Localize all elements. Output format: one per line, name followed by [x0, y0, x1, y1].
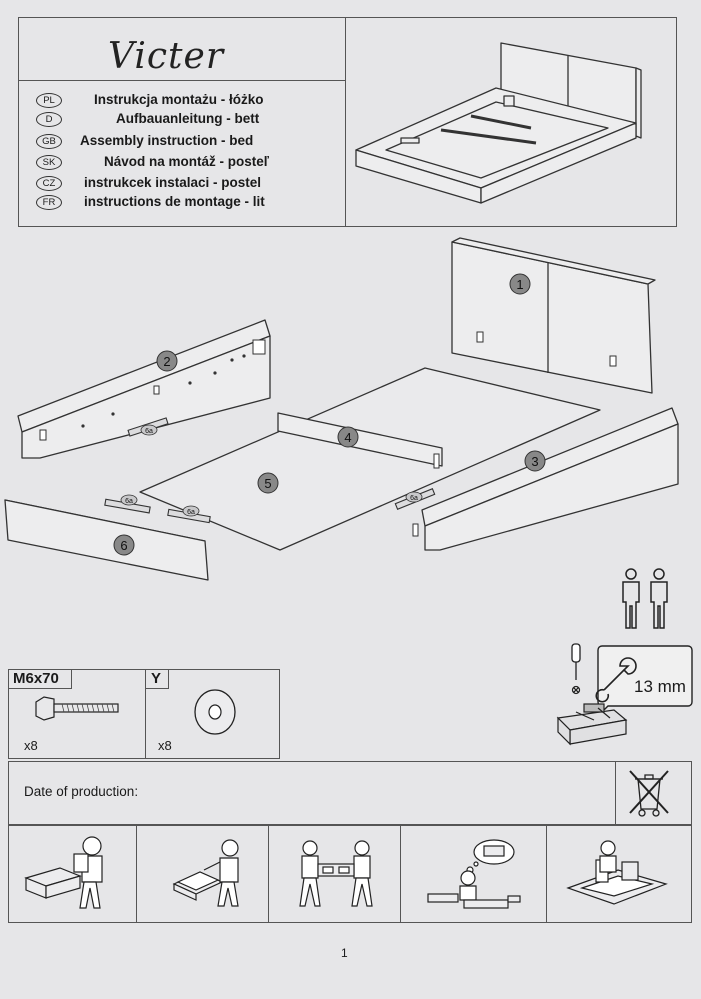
bracket-label: 6a — [410, 495, 418, 502]
part-label-3: 3 — [531, 454, 538, 469]
wrench-size: 13 mm — [634, 677, 686, 696]
bolt-icon — [35, 696, 119, 721]
language-code-badge: GB — [36, 134, 62, 149]
language-code-badge: CZ — [36, 176, 62, 191]
language-title: instrukcek instalaci - postel — [84, 175, 262, 190]
washer-code: Y — [151, 670, 162, 687]
wrench-callout-box — [595, 645, 693, 710]
header-box — [18, 17, 677, 227]
part-label-4: 4 — [344, 430, 351, 445]
hardware-table-divider — [145, 669, 147, 759]
language-code-badge: FR — [36, 195, 62, 210]
step-read-manual-illustration — [24, 836, 103, 909]
language-code-badge: D — [36, 112, 62, 127]
bolt-code: M6x70 — [13, 670, 59, 687]
part-label-2: 2 — [163, 354, 170, 369]
product-name: Victer — [108, 36, 225, 77]
bracket-label: 6a — [125, 498, 133, 505]
title-underline — [18, 80, 345, 82]
part-label-6: 6 — [120, 538, 127, 553]
language-title: instructions de montage - lit — [84, 194, 265, 209]
assembled-bed-illustration — [355, 42, 642, 204]
page-number: 1 — [341, 946, 348, 960]
steps-strip — [8, 825, 692, 923]
wrench-icon — [595, 657, 637, 703]
no-household-waste-icon — [629, 770, 669, 817]
step-assemble-illustration — [566, 840, 668, 905]
two-person-icon — [622, 568, 668, 629]
language-title: Instrukcja montażu - łóżko — [94, 92, 264, 107]
production-date-box — [8, 761, 692, 825]
washer-icon — [194, 689, 236, 735]
hardware-code-cell — [8, 669, 72, 689]
language-title: Aufbauanleitung - bett — [116, 111, 260, 126]
steps-divider — [268, 825, 270, 923]
production-date-divider — [615, 761, 617, 825]
bracket-label: 6a — [145, 428, 153, 435]
steps-divider — [546, 825, 548, 923]
language-title: Návod na montáž - posteľ — [104, 154, 269, 169]
language-code-badge: PL — [36, 93, 62, 108]
step-sort-parts-illustration — [427, 839, 521, 909]
language-code-badge: SK — [36, 155, 62, 170]
hardware-table — [8, 669, 280, 759]
language-title: Assembly instruction - bed — [80, 133, 254, 148]
step-carry-two-people-illustration — [299, 840, 373, 907]
header-divider — [345, 17, 347, 227]
steps-divider — [400, 825, 402, 923]
washer-quantity: x8 — [158, 738, 172, 753]
part-label-1: 1 — [516, 277, 523, 292]
exploded-assembly-diagram: 1 2 4 3 5 6 6a 6a 6a 6a — [4, 237, 679, 581]
steps-divider — [136, 825, 138, 923]
toolbox-icon — [556, 703, 628, 746]
bolt-quantity: x8 — [24, 738, 38, 753]
step-unpack-illustration — [172, 839, 239, 907]
hardware-code-cell — [145, 669, 169, 689]
bracket-label: 6a — [187, 509, 195, 516]
screwdriver-icon — [571, 643, 581, 695]
date-of-production-label: Date of production: — [24, 784, 139, 799]
part-label-5: 5 — [264, 476, 271, 491]
